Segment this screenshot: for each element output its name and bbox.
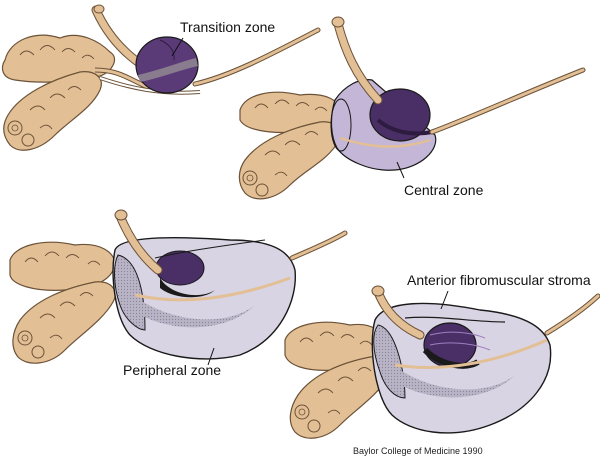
panel-anterior-stroma <box>284 285 600 439</box>
panel-central-zone <box>238 16 586 200</box>
seminal-vesicle <box>1 34 115 83</box>
credit-text: Baylor College of Medicine 1990 <box>353 446 483 456</box>
leader-line <box>440 290 449 310</box>
seminal-vesicle-lower <box>3 71 102 151</box>
label-anterior-fibromuscular-stroma: Anterior fibromuscular stroma <box>407 272 591 288</box>
leader-line <box>396 161 405 179</box>
panel-peripheral-zone <box>9 209 348 366</box>
panel-transition-zone <box>1 4 321 151</box>
label-central-zone: Central zone <box>404 182 484 198</box>
label-peripheral-zone: Peripheral zone <box>123 362 222 378</box>
leader-line <box>207 347 215 366</box>
leader-line <box>171 37 184 57</box>
label-transition-zone: Transition zone <box>180 19 276 35</box>
